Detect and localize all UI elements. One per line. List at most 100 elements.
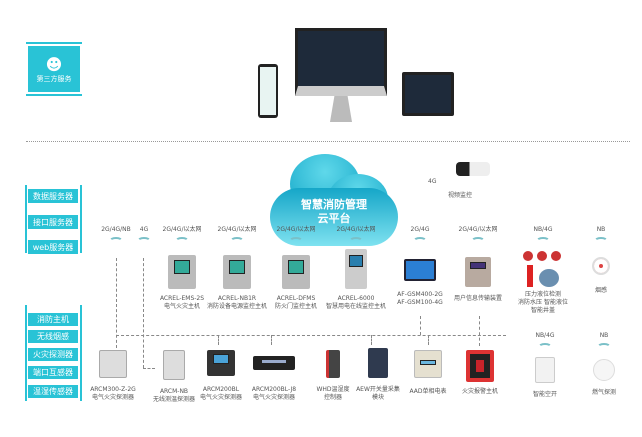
device-label: 智慧用电在线监控主机 bbox=[325, 303, 386, 310]
device-label: WHD温湿度 bbox=[316, 386, 350, 393]
decoration bbox=[535, 357, 555, 383]
decoration bbox=[592, 257, 610, 275]
device-label: 电气火灾探测器 bbox=[91, 394, 134, 401]
server-interface[interactable]: 接口服务器 bbox=[28, 215, 78, 229]
device-label: 压力液位检测 bbox=[524, 291, 561, 298]
decoration bbox=[287, 260, 305, 274]
decoration bbox=[271, 335, 272, 345]
server-data[interactable]: 数据服务器 bbox=[28, 189, 78, 203]
top-device-2[interactable]: 4G bbox=[134, 226, 154, 248]
device-label: 电气火灾探测器 bbox=[252, 394, 295, 401]
decoration: 智慧消防管理 云平台 bbox=[268, 198, 400, 226]
camera-image bbox=[456, 162, 490, 176]
wifi-icon bbox=[597, 343, 611, 351]
camera-label: 视频监控 bbox=[448, 192, 473, 199]
separator bbox=[26, 141, 630, 142]
third-party-service[interactable]: ☻ 第三方服务 bbox=[28, 46, 80, 92]
wifi-icon bbox=[413, 237, 427, 245]
device-label: 2G/4G/以太网 bbox=[336, 226, 376, 233]
decoration bbox=[414, 350, 442, 378]
device-label: AAD单相电表 bbox=[409, 388, 447, 395]
bottom-device-10[interactable]: NB 燃气探测 bbox=[586, 332, 622, 397]
third-party-label: 第三方服务 bbox=[36, 74, 72, 83]
decoration bbox=[523, 251, 563, 289]
decoration bbox=[523, 251, 533, 261]
wifi-icon bbox=[230, 237, 244, 245]
wifi-icon bbox=[536, 237, 550, 245]
decoration bbox=[593, 359, 615, 381]
top-device-1[interactable]: 2G/4G/NB bbox=[96, 226, 136, 248]
decoration bbox=[539, 269, 559, 287]
decoration bbox=[25, 305, 27, 401]
phone-image bbox=[258, 64, 278, 118]
decoration bbox=[404, 259, 436, 281]
bottom-device-8[interactable]: 火灾报警主机 bbox=[456, 350, 504, 396]
device-label: 2G/4G/以太网 bbox=[162, 226, 202, 233]
device-label: 电气火灾探测器 bbox=[199, 394, 242, 401]
sensor-fire-detector[interactable]: 火灾探测器 bbox=[28, 348, 78, 361]
decoration bbox=[527, 265, 533, 287]
decoration bbox=[253, 356, 295, 370]
wifi-icon bbox=[289, 237, 303, 245]
device-label: 防火门监控主机 bbox=[274, 303, 317, 310]
sensor-fire-host[interactable]: 消防主机 bbox=[28, 313, 78, 326]
sensor-ct[interactable]: 端口互感器 bbox=[28, 366, 78, 379]
device-label: 2G/4G bbox=[410, 226, 430, 233]
bottom-device-5[interactable]: WHD温湿度控制器 bbox=[308, 350, 358, 402]
decoration bbox=[420, 360, 436, 366]
decoration bbox=[282, 255, 310, 289]
device-label: ARCM200BL bbox=[202, 386, 240, 393]
device-label: 智能空开 bbox=[532, 391, 557, 398]
top-device-8[interactable]: 2G/4G/以太网 用户信息传输装置 bbox=[450, 226, 506, 303]
decoration bbox=[80, 185, 82, 253]
device-label: NB bbox=[596, 226, 606, 233]
bottom-device-6[interactable]: AEW开关量采集模块 bbox=[350, 348, 406, 402]
decoration bbox=[466, 350, 494, 382]
top-device-9[interactable]: NB/4G 压力液位检测消防水压 智能液位 智能井盖 bbox=[515, 226, 571, 315]
decoration bbox=[368, 348, 388, 378]
bottom-device-9[interactable]: NB/4G 智能空开 bbox=[522, 332, 568, 399]
cloud-platform[interactable]: 智慧消防管理 云平台 bbox=[268, 150, 400, 250]
wifi-icon bbox=[137, 237, 151, 245]
device-label: 2G/4G/以太网 bbox=[276, 226, 316, 233]
decoration bbox=[25, 185, 27, 253]
device-label: 2G/4G/NB bbox=[101, 226, 131, 233]
top-device-10[interactable]: NB 烟感 bbox=[588, 226, 614, 295]
cloud-title: 智慧消防管理 bbox=[301, 198, 367, 211]
server-web[interactable]: web服务器 bbox=[28, 240, 78, 254]
decoration bbox=[228, 260, 246, 274]
sensor-temp-humidity[interactable]: 温湿传感器 bbox=[28, 385, 78, 398]
decoration bbox=[479, 316, 480, 346]
decoration bbox=[345, 249, 367, 289]
device-label: 烟感 bbox=[594, 287, 607, 294]
tablet-image bbox=[402, 72, 454, 116]
device-label: AF-GSM400-2G bbox=[397, 291, 443, 298]
wifi-icon bbox=[109, 237, 123, 245]
device-label: ACREL-DFMS bbox=[276, 295, 316, 302]
decoration bbox=[371, 335, 372, 345]
device-label: 2G/4G/以太网 bbox=[458, 226, 498, 233]
decoration bbox=[207, 350, 235, 376]
device-label: 用户信息传输装置 bbox=[453, 295, 502, 302]
decoration bbox=[349, 255, 363, 267]
decoration bbox=[163, 350, 185, 380]
device-label: 电气火灾主机 bbox=[163, 303, 200, 310]
device-label: 控制器 bbox=[323, 394, 342, 401]
sensor-wireless-smoke[interactable]: 无线烟感 bbox=[28, 330, 78, 343]
device-label: 4G bbox=[139, 226, 149, 233]
connector bbox=[143, 368, 155, 369]
device-label: NB/4G bbox=[533, 226, 553, 233]
bottom-device-7[interactable]: AAD单相电表 bbox=[404, 350, 452, 396]
decoration bbox=[260, 67, 276, 115]
device-label: ARCM-NB bbox=[159, 388, 189, 395]
user-icon: ☻ bbox=[45, 54, 63, 74]
